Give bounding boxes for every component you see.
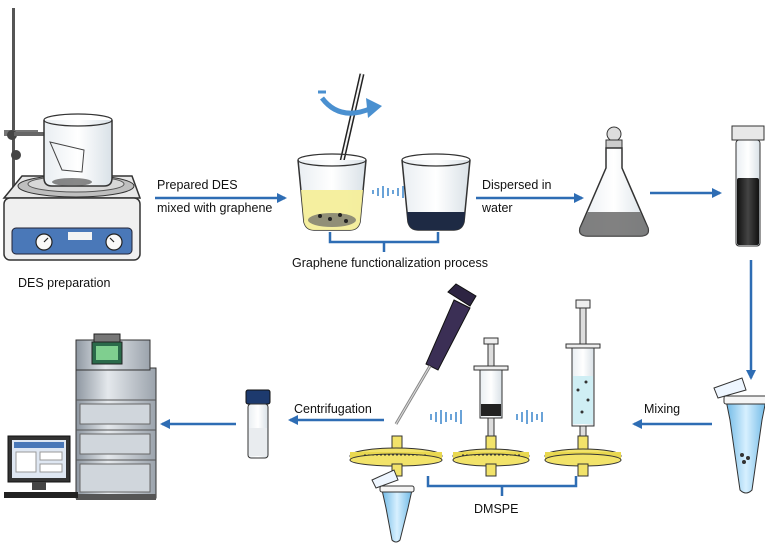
sample-vial-icon (245, 389, 271, 459)
bracket (328, 232, 440, 252)
label-dmspe: DMSPE (474, 502, 519, 516)
wave-separator (372, 186, 404, 198)
syringe-filter-icon (349, 435, 443, 477)
rotation-arrow-icon (318, 90, 382, 118)
hplc-instrument-icon (75, 333, 157, 500)
bracket (426, 476, 578, 496)
label-dispersed-in: Dispersed in (482, 178, 552, 192)
beaker-icon (43, 113, 113, 187)
computer-monitor-icon (4, 435, 78, 498)
label-mixing: Mixing (644, 402, 681, 416)
label-graphene-functionalization: Graphene functionalization process (292, 256, 488, 270)
beaker-icon (297, 153, 367, 231)
label-water: water (482, 201, 513, 215)
syringe-filter-icon (544, 435, 622, 477)
syringe-icon (565, 299, 601, 437)
erlenmeyer-flask-icon (578, 126, 650, 237)
label-prepared-des: Prepared DES (157, 178, 238, 192)
wave-separator (430, 410, 543, 424)
label-mixed-with-graphene: mixed with graphene (157, 201, 273, 215)
label-des-preparation: DES preparation (18, 276, 111, 290)
test-tube-icon (731, 125, 765, 247)
microcentrifuge-tube-icon (371, 469, 415, 543)
syringe-filter-icon (452, 435, 530, 477)
label-centrifugation: Centrifugation (294, 402, 372, 416)
microcentrifuge-tube-icon (713, 377, 765, 494)
syringe-icon (473, 337, 509, 437)
pipette-icon (394, 283, 477, 425)
beaker-icon (401, 153, 471, 231)
